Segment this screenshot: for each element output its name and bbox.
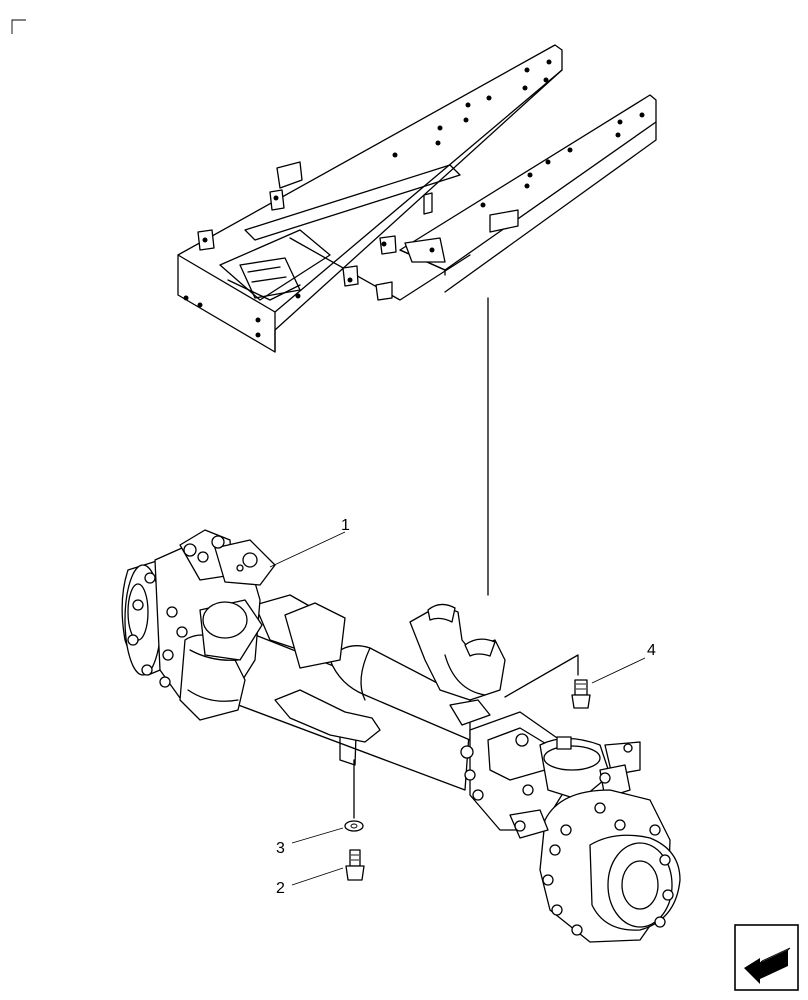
callout-3: 3 [276, 840, 285, 857]
chassis-frame [177, 44, 657, 353]
leader-1 [269, 531, 346, 568]
bolt-part-2 [345, 849, 365, 881]
bolt-part-4 [571, 679, 591, 709]
leader-bolt-4 [504, 654, 579, 698]
corner-crop-mark [11, 19, 26, 34]
leader-3 [291, 827, 344, 844]
back-navigation-button[interactable] [734, 924, 799, 991]
leader-4 [591, 657, 646, 684]
callout-4: 4 [647, 642, 656, 659]
washer-part-3 [344, 820, 364, 832]
leader-2 [291, 867, 344, 886]
front-axle-assembly [121, 529, 681, 943]
callout-2: 2 [276, 880, 285, 897]
callout-1: 1 [341, 517, 350, 534]
arrow-back-icon [744, 947, 791, 984]
